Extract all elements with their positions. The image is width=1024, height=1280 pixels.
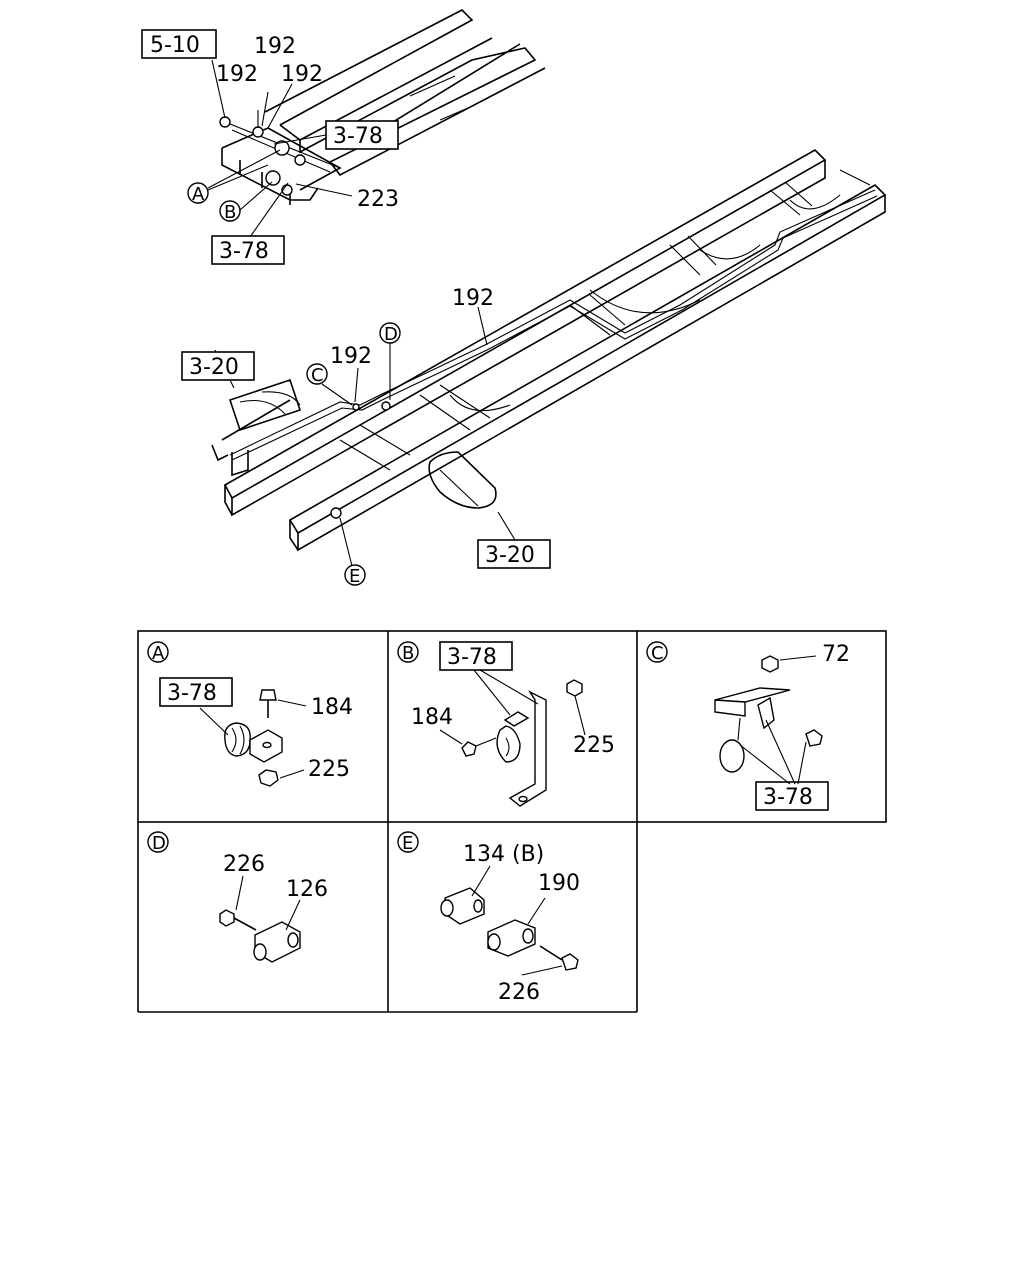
- part-223: 223: [357, 187, 399, 212]
- ref-3-78-top: 3-78: [333, 124, 383, 149]
- panel-e-label: E: [402, 833, 413, 854]
- panel-c-label-circle: [646, 641, 668, 663]
- panel-c-label: C: [651, 643, 664, 664]
- part-192-a: 192: [254, 34, 296, 59]
- callout-d: D: [384, 324, 398, 345]
- ref-box-5-10[interactable]: [141, 29, 217, 59]
- part-192-main: 192: [452, 286, 494, 311]
- part-d-126: 126: [286, 877, 328, 902]
- ref-box-3-78-a[interactable]: [159, 677, 233, 707]
- panel-a-label: A: [152, 643, 165, 664]
- ref-3-78-bottom: 3-78: [219, 239, 269, 264]
- chassis-frame: [211, 149, 887, 567]
- callout-c: C: [311, 365, 324, 386]
- part-192-front: 192: [330, 344, 372, 369]
- ref-3-78-c: 3-78: [763, 785, 813, 810]
- ref-3-78-a: 3-78: [167, 681, 217, 706]
- panel-e: E 134 (B) 190 226: [397, 831, 580, 1005]
- ref-3-20-bottom: 3-20: [485, 543, 535, 568]
- ref-box-3-20-bottom[interactable]: [477, 539, 551, 569]
- part-e-134: 134 (B): [463, 842, 544, 867]
- part-b-184: 184: [411, 705, 453, 730]
- callout-a: A: [192, 184, 205, 205]
- callout-e-circle[interactable]: [344, 564, 366, 586]
- panel-d-label-circle: [147, 831, 169, 853]
- panel-a-label-circle: [147, 641, 169, 663]
- panel-e-label-circle: [397, 831, 419, 853]
- ref-box-3-78-c[interactable]: [755, 781, 829, 811]
- panel-d: D 226 126: [147, 831, 328, 963]
- callout-b: B: [224, 202, 236, 223]
- callout-e: E: [349, 566, 360, 587]
- panel-b: B 3-78 184 225: [397, 641, 615, 807]
- callout-b-circle[interactable]: [219, 200, 241, 222]
- panel-c: C 72 3-78: [646, 641, 850, 811]
- part-e-190: 190: [538, 871, 580, 896]
- detail-grid: [137, 630, 887, 1013]
- part-d-226: 226: [223, 852, 265, 877]
- part-c-72: 72: [822, 642, 850, 667]
- callout-d-circle[interactable]: [379, 322, 401, 344]
- panel-b-label-circle: [397, 641, 419, 663]
- part-192-b: 192: [216, 62, 258, 87]
- part-a-184: 184: [311, 695, 353, 720]
- part-a-225: 225: [308, 757, 350, 782]
- ref-box-3-78-top[interactable]: [325, 120, 399, 150]
- part-e-226: 226: [498, 980, 540, 1005]
- panel-b-label: B: [402, 643, 414, 664]
- part-192-c: 192: [281, 62, 323, 87]
- ref-3-20-left: 3-20: [189, 355, 239, 380]
- ref-5-10: 5-10: [150, 33, 200, 58]
- upper-frame-detail: [207, 9, 546, 238]
- ref-3-78-b: 3-78: [447, 645, 497, 670]
- part-b-225: 225: [573, 733, 615, 758]
- ref-box-3-78-bottom[interactable]: [211, 235, 285, 265]
- ref-box-3-20-left[interactable]: [181, 351, 255, 381]
- ref-box-3-78-b[interactable]: [439, 641, 513, 671]
- callout-a-circle[interactable]: [187, 182, 209, 204]
- panel-d-label: D: [152, 833, 166, 854]
- panel-a: A 3-78 184 225: [147, 641, 353, 787]
- callout-c-circle[interactable]: [306, 363, 328, 385]
